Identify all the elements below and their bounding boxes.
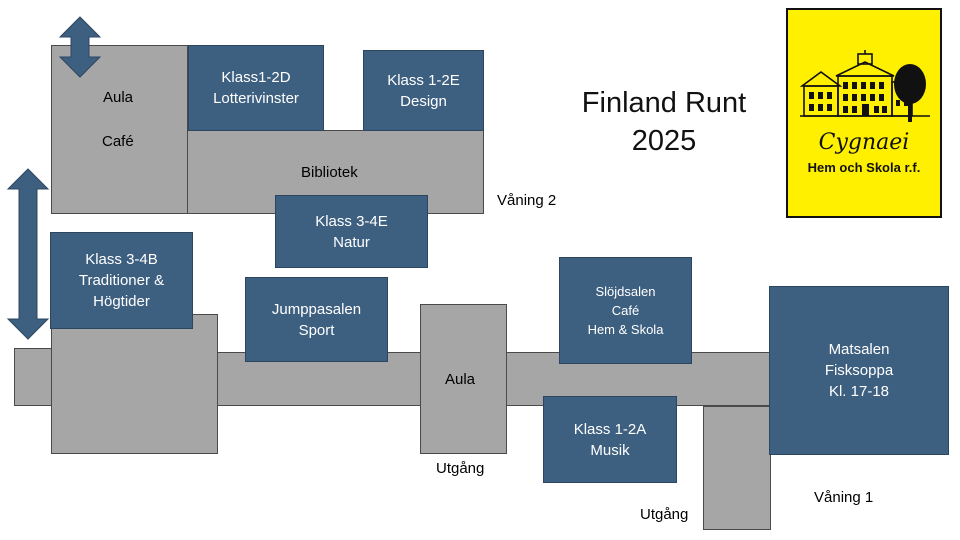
room-klass-1-2e-theme: Design bbox=[400, 92, 447, 110]
room-klass-3-4b-theme-1: Traditioner & bbox=[78, 272, 165, 289]
tree-icon bbox=[894, 64, 926, 122]
event-title-year: 2025 bbox=[631, 125, 697, 157]
cygnaei-logo: Cygnaei Hem och Skola r.f. bbox=[786, 8, 942, 218]
stairs-arrow-left-icon bbox=[6, 168, 50, 340]
room-slojdsalen: Slöjdsalen Café Hem & Skola bbox=[559, 257, 692, 364]
room-klass-1-2a-name: Klass 1-2A bbox=[573, 420, 647, 438]
floor2-aula-block bbox=[51, 45, 188, 214]
room-klass-3-4b-theme-2: Högtider bbox=[93, 293, 150, 310]
room-matsalen-name: Matsalen bbox=[828, 341, 890, 358]
aula-label-floor2: Aula bbox=[103, 89, 134, 106]
room-klass-3-4b: Klass 3-4B Traditioner & Högtider bbox=[50, 232, 193, 329]
exit-label-aula: Utgång bbox=[436, 460, 485, 477]
floor1-south-wing bbox=[703, 406, 771, 530]
floor1-west-block bbox=[51, 314, 218, 454]
cafe-label-floor2: Café bbox=[102, 133, 134, 150]
room-jumppasalen: Jumppasalen Sport bbox=[245, 277, 388, 362]
stairs-arrow-top-icon bbox=[58, 16, 102, 78]
event-title: Finland Runt 2025 bbox=[556, 84, 772, 160]
room-jumppasalen-theme: Sport bbox=[298, 321, 335, 339]
room-klass-3-4e: Klass 3-4E Natur bbox=[275, 195, 428, 268]
room-klass-3-4e-theme: Natur bbox=[333, 233, 370, 251]
room-klass-1-2d-theme: Lotterivinster bbox=[213, 90, 299, 107]
floor2-label: Våning 2 bbox=[497, 192, 557, 209]
room-klass-3-4b-name: Klass 3-4B bbox=[85, 251, 158, 268]
room-klass-1-2d-name: Klass1-2D bbox=[221, 69, 291, 86]
room-slojdsalen-name: Slöjdsalen bbox=[595, 284, 656, 299]
floor1-aula-block bbox=[420, 304, 507, 454]
room-jumppasalen-name: Jumppasalen bbox=[271, 300, 362, 318]
room-matsalen-time: Kl. 17-18 bbox=[828, 383, 890, 400]
room-slojdsalen-host: Hem & Skola bbox=[587, 322, 664, 337]
room-klass-1-2a: Klass 1-2A Musik bbox=[543, 396, 677, 483]
event-title-line1: Finland Runt bbox=[581, 87, 747, 119]
room-matsalen-menu: Fisksoppa bbox=[824, 362, 894, 379]
floor1-label: Våning 1 bbox=[814, 489, 874, 506]
room-klass-1-2a-theme: Musik bbox=[590, 441, 630, 459]
room-klass-3-4e-name: Klass 3-4E bbox=[315, 212, 388, 230]
floor1-corridor-left-stub bbox=[14, 348, 52, 406]
room-klass-1-2d: Klass1-2D Lotterivinster bbox=[188, 45, 324, 131]
bibliotek-label: Bibliotek bbox=[301, 164, 358, 181]
room-klass-1-2e: Klass 1-2E Design bbox=[363, 50, 484, 131]
exit-label-bottom: Utgång bbox=[640, 506, 689, 523]
logo-subtitle: Hem och Skola r.f. bbox=[807, 160, 921, 175]
logo-script-text: Cygnaei bbox=[818, 130, 910, 155]
room-slojdsalen-theme: Café bbox=[611, 303, 640, 318]
room-klass-1-2e-name: Klass 1-2E bbox=[387, 71, 460, 89]
aula-label-floor1: Aula bbox=[445, 371, 476, 388]
room-matsalen: Matsalen Fisksoppa Kl. 17-18 bbox=[769, 286, 949, 455]
